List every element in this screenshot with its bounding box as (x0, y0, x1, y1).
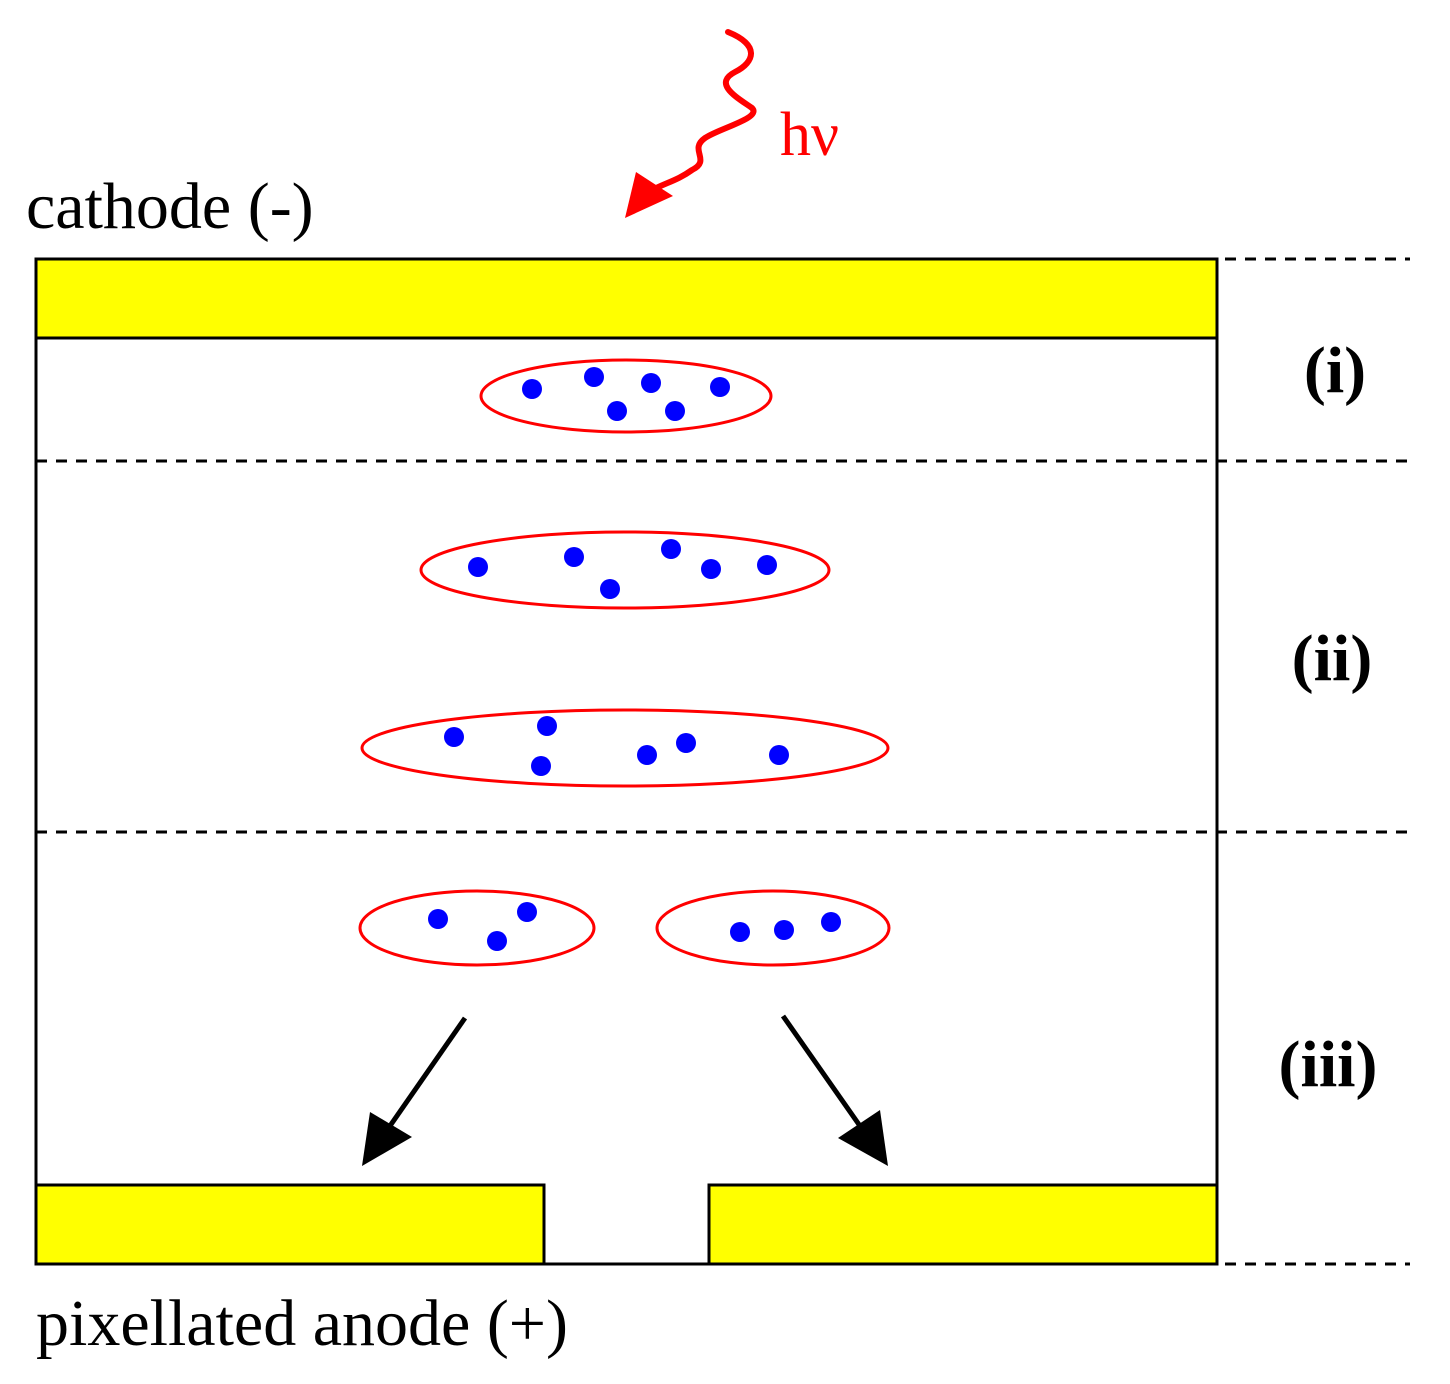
electron-dot (487, 931, 507, 951)
photon-label: hν (780, 101, 839, 169)
electron-dot (701, 559, 721, 579)
electron-dot (564, 547, 584, 567)
cloud-outline (360, 708, 890, 788)
arrow-shaft (780, 1014, 870, 1138)
electron-cloud-ii-upper (419, 530, 831, 610)
photon-wave (649, 29, 757, 193)
electron-dot (600, 579, 620, 599)
stage-i-label: (i) (1304, 334, 1366, 407)
electron-dot (531, 756, 551, 776)
electron-cloud-i (479, 358, 773, 434)
photon-arrowhead (625, 172, 673, 218)
cloud-outline (479, 358, 773, 434)
electron-dot (769, 745, 789, 765)
electron-cloud-iii-right (655, 889, 891, 967)
stage-iii-label: (iii) (1279, 1028, 1378, 1101)
electron-dot (584, 367, 604, 387)
electron-dot (676, 733, 696, 753)
cathode-electrode (34, 257, 1219, 340)
drift-arrow-right (780, 1014, 888, 1166)
electron-dot (641, 373, 661, 393)
electron-dot (522, 379, 542, 399)
drift-arrow-left (362, 1016, 468, 1166)
electron-dot (444, 727, 464, 747)
electron-dot (607, 401, 627, 421)
photon-arrow (625, 29, 757, 218)
electron-dot (637, 745, 657, 765)
arrow-head (838, 1110, 888, 1166)
electron-cloud-ii-lower (360, 708, 890, 788)
electron-cloud-iii-left (358, 889, 596, 967)
electron-dot (774, 920, 794, 940)
electron-dot (665, 401, 685, 421)
electron-dot (730, 922, 750, 942)
electron-dot (537, 716, 557, 736)
anode-pixel-right (707, 1183, 1219, 1266)
electron-dot (821, 912, 841, 932)
electron-dot (468, 557, 488, 577)
stage-ii-label: (ii) (1292, 622, 1373, 695)
cloud-outline (655, 889, 891, 967)
electron-dot (428, 909, 448, 929)
electron-dot (757, 555, 777, 575)
arrow-head (362, 1112, 412, 1166)
anode-pixel-left (34, 1183, 546, 1266)
electron-dot (517, 902, 537, 922)
electron-dot (710, 377, 730, 397)
electron-dot (661, 539, 681, 559)
anode-label: pixellated anode (+) (36, 1287, 568, 1360)
cloud-outline (358, 889, 596, 967)
cloud-outline (419, 530, 831, 610)
cathode-label: cathode (-) (26, 170, 314, 243)
arrow-shaft (380, 1016, 468, 1138)
stage-boundaries (36, 257, 1410, 1266)
